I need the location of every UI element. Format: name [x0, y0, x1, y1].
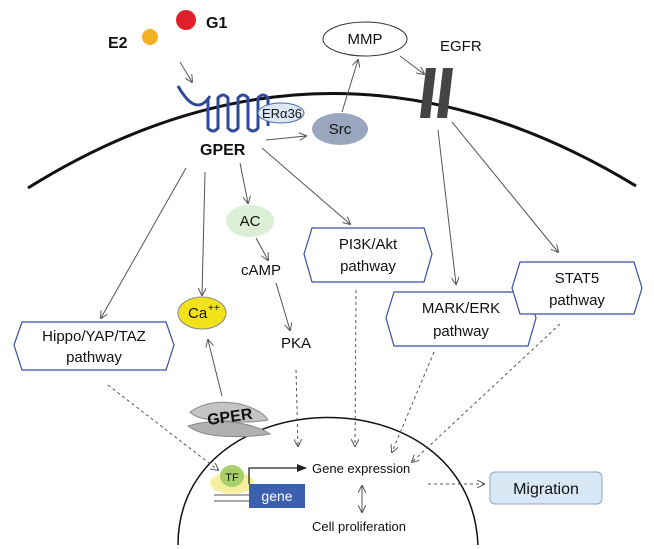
arrow-gper-src	[265, 136, 306, 140]
er-alpha36-label: ERα36	[262, 106, 302, 121]
arrow-src-mmp	[341, 60, 358, 113]
gper-receptor-icon	[176, 85, 270, 133]
hippo-pathway-label-1: Hippo/YAP/TAZ	[42, 328, 146, 345]
arrow-gper-internal-calcium	[208, 340, 223, 397]
tf-node	[220, 465, 244, 487]
mapk-pathway-label-2: pathway	[433, 323, 489, 340]
arrow-gper-hippo	[101, 167, 187, 318]
pi3k-pathway-box	[303, 227, 433, 283]
g1-ligand	[176, 10, 196, 30]
mmp-node	[322, 21, 408, 57]
pi3k-pathway-label-2: pathway	[340, 258, 396, 275]
gene-label: gene	[261, 488, 292, 504]
pka-label: PKA	[281, 335, 311, 352]
arrow-gper-calcium	[202, 171, 205, 295]
arrow-gper-ac	[239, 162, 248, 203]
migration-label: Migration	[513, 481, 579, 498]
src-label: Src	[329, 121, 352, 138]
gper-label: GPER	[200, 142, 246, 159]
arrow-hippo-gene	[107, 384, 218, 470]
cell-membrane	[27, 92, 637, 190]
mmp-label: MMP	[348, 31, 383, 48]
gene-box	[249, 484, 305, 508]
arrow-egfr-stat5	[451, 121, 558, 252]
er-alpha36-receptor	[257, 102, 305, 124]
transcription-arrow	[248, 464, 307, 484]
mapk-pathway-box	[385, 291, 537, 347]
egfr-label: EGFR	[440, 38, 482, 55]
arrow-ac-camp	[255, 237, 268, 260]
ac-label: AC	[240, 213, 261, 230]
arrow-pi3k-gene	[355, 289, 356, 446]
src-node	[312, 113, 368, 145]
arrow-ligand-gper	[179, 61, 192, 82]
gene-expression-label: Gene expression	[312, 461, 410, 476]
gper-internal-label: GPER	[206, 406, 254, 429]
cell-proliferation-label: Cell proliferation	[312, 519, 406, 534]
gper-internal-icon	[186, 401, 272, 438]
migration-box	[489, 471, 603, 505]
calcium-sup-label: ++	[208, 303, 220, 314]
camp-label: cAMP	[241, 262, 281, 279]
mapk-pathway-label-1: MARK/ERK	[422, 300, 500, 317]
stat5-pathway-label-1: STAT5	[555, 270, 599, 287]
arrow-stat5-gene	[412, 323, 561, 462]
ac-node	[226, 205, 274, 237]
egfr-receptor-icon	[420, 68, 453, 118]
nucleus-membrane	[177, 416, 479, 546]
arrow-gper-pi3k	[261, 147, 350, 224]
hippo-pathway-label-2: pathway	[66, 349, 122, 366]
arrow-egfr-mapk	[437, 129, 456, 284]
calcium-label: Ca	[188, 305, 208, 322]
tf-label: TF	[225, 472, 239, 484]
hippo-pathway-box	[13, 321, 175, 371]
arrow-pka-gene	[296, 369, 298, 446]
arrow-camp-pka	[275, 282, 290, 330]
e2-label: E2	[108, 35, 128, 52]
g1-label: G1	[206, 15, 227, 32]
stat5-pathway-label-2: pathway	[549, 292, 605, 309]
calcium-node	[177, 296, 227, 330]
stat5-pathway-box	[511, 261, 643, 315]
arrow-mapk-gene	[392, 351, 435, 452]
e2-ligand	[142, 29, 158, 45]
arrow-mmp-egfr	[399, 55, 424, 74]
pi3k-pathway-label-1: PI3K/Akt	[339, 236, 398, 253]
